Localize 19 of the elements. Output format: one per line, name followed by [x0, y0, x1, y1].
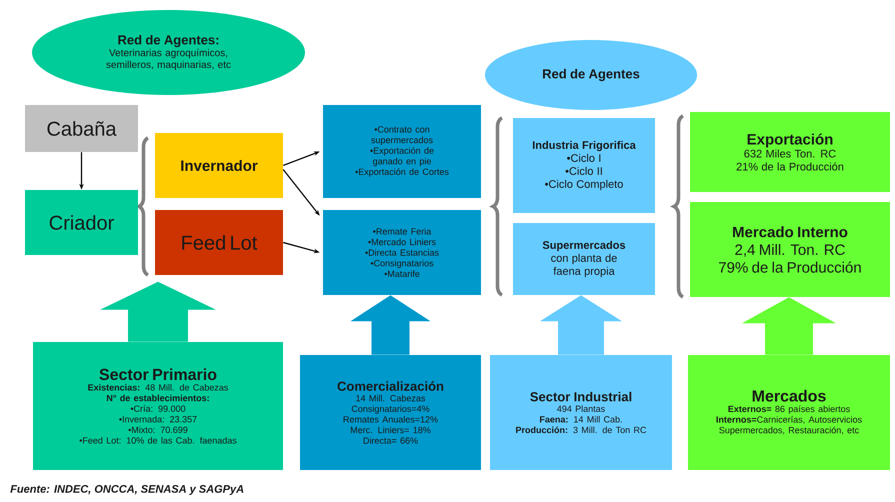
sector-box: Sector Primario Existencias: 48 Mill. de Cabezas N° de establecimientos: •Cría: 99.000 •Invernada: 23.357 •Mixto: 70.699 •Feed Lot: 10% de las Cab. faenadas — [33, 342, 283, 470]
block-arrow — [100, 282, 216, 342]
sector-box: Comercialización 14 Mill. Cabezas Consignatarios=4% Remates Anuales=12% Merc. Liniers= 18% Directa= 66% — [300, 355, 481, 470]
market-box: Mercado Interno 2,4 Mill. Ton. RC 79% de la Producción — [690, 202, 890, 297]
block-arrow — [742, 297, 836, 355]
industry-box: Supermercados con planta de faena propia — [513, 223, 655, 295]
stage-box: Invernador — [155, 133, 283, 198]
market-box: Exportación 632 Miles Ton. RC 21% de la Producción — [690, 112, 890, 192]
stage-box: Cabaña — [25, 105, 138, 152]
stage-box: Feed Lot — [155, 210, 283, 275]
source-note: Fuente: INDEC, ONCCA, SENASA y SAGPyA — [10, 485, 244, 495]
channel-box: •Contrato con supermercados •Exportación de ganado en pie •Exportación de Cortes — [323, 105, 481, 198]
industry-box: Industria Frigorifica •Ciclo I •Ciclo II •Ciclo Completo — [513, 118, 655, 213]
stage-box: Criador — [25, 190, 138, 255]
block-arrow — [540, 295, 622, 355]
channel-box: •Remate Feria •Mercado Liniers •Directa Estancias •Consignatarios •Matarife — [323, 210, 481, 295]
sector-box: Sector Industrial 494 Plantas Faena: 14 Mill Cab. Producción: 3 Mill. de Ton RC — [490, 355, 672, 470]
sector-box: Mercados Externos= 86 países abiertos Internos=Carnicerías, Autoservicios Supermercados, Restauración, etc — [688, 355, 890, 470]
block-arrow — [350, 295, 430, 355]
